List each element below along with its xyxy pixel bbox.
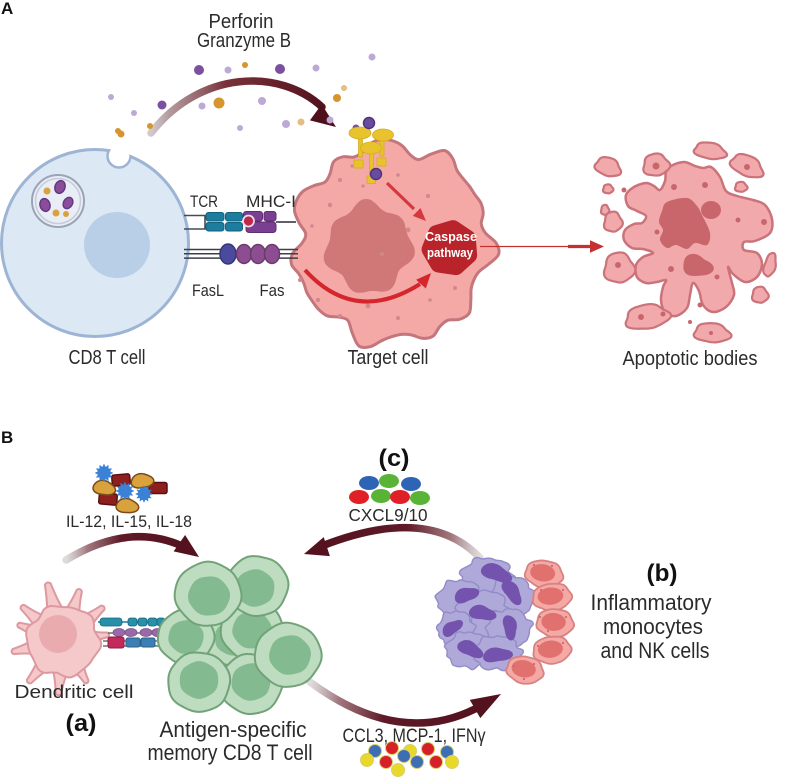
- svg-text:(a): (a): [66, 710, 97, 737]
- svg-text:(b): (b): [647, 560, 678, 587]
- svg-text:CD8 T cell: CD8 T cell: [69, 347, 146, 369]
- svg-text:CXCL9/10: CXCL9/10: [349, 505, 428, 525]
- svg-text:IL-12, IL-15, IL-18: IL-12, IL-15, IL-18: [66, 512, 192, 531]
- svg-text:Caspase: Caspase: [425, 230, 477, 244]
- svg-text:pathway: pathway: [427, 246, 473, 260]
- svg-text:B: B: [1, 428, 13, 447]
- svg-text:Perforin: Perforin: [209, 11, 274, 33]
- svg-text:Fas: Fas: [260, 281, 285, 300]
- svg-text:Apoptotic bodies: Apoptotic bodies: [623, 348, 758, 370]
- svg-text:Inflammatory: Inflammatory: [591, 590, 712, 615]
- svg-text:Granzyme B: Granzyme B: [197, 30, 291, 52]
- svg-text:and NK cells: and NK cells: [601, 638, 710, 663]
- svg-text:Target cell: Target cell: [348, 347, 429, 369]
- svg-text:MHC-I: MHC-I: [246, 192, 296, 211]
- svg-text:FasL: FasL: [192, 281, 224, 300]
- svg-text:monocytes: monocytes: [603, 614, 703, 639]
- svg-text:memory CD8 T cell: memory CD8 T cell: [148, 740, 313, 765]
- svg-text:TCR: TCR: [190, 192, 218, 211]
- svg-text:(c): (c): [379, 445, 410, 472]
- svg-text:A: A: [1, 0, 13, 18]
- svg-text:Antigen-specific: Antigen-specific: [160, 717, 307, 742]
- svg-text:CCL3, MCP-1, IFNγ: CCL3, MCP-1, IFNγ: [343, 726, 486, 747]
- svg-text:Dendritic cell: Dendritic cell: [15, 682, 134, 702]
